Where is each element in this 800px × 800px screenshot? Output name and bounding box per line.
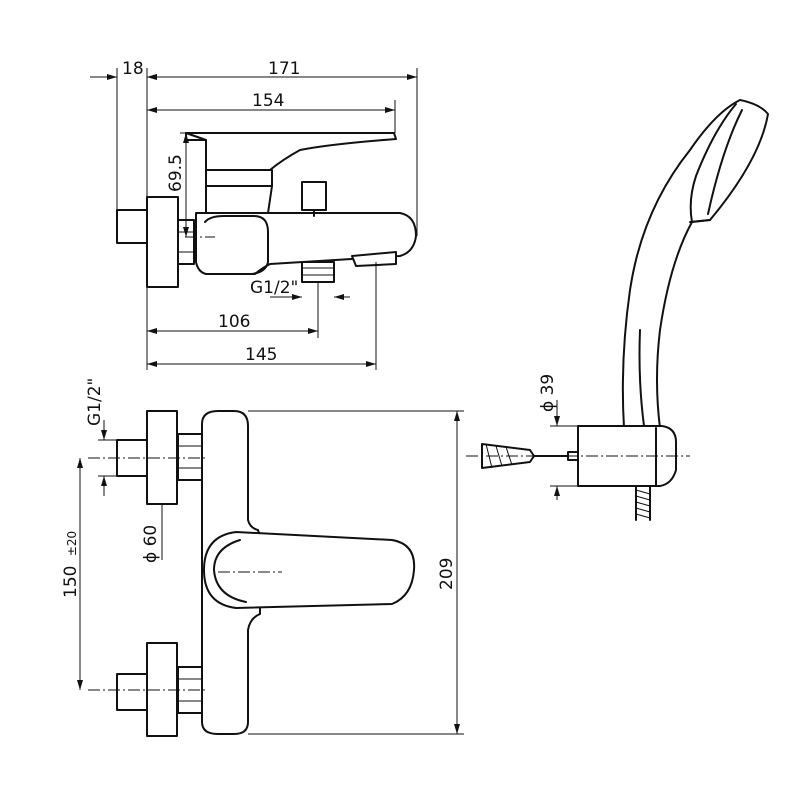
front-handle — [203, 531, 416, 609]
dim-bracket-diameter: ϕ 39 — [538, 374, 578, 500]
lower-connector — [116, 673, 148, 711]
hand-shower — [466, 99, 769, 521]
dim-overall-length: 171 — [147, 59, 418, 236]
wall-connector — [116, 209, 148, 244]
dim-label: 171 — [268, 59, 300, 79]
dim-label: ϕ 60 — [141, 525, 161, 563]
dim-spout-distance: 145 — [147, 262, 377, 370]
wall-flange — [146, 196, 179, 288]
dim-label: 154 — [252, 91, 284, 111]
dim-label: ϕ 39 — [538, 374, 558, 412]
dim-label: 69.5 — [166, 154, 186, 192]
handle-lever — [185, 132, 397, 171]
side-view — [116, 132, 417, 288]
dim-centers: 150 ±20 — [61, 458, 83, 690]
mixer-body — [195, 212, 417, 275]
dim-inlet-thread: G1/2" — [85, 378, 117, 496]
dim-label: 145 — [245, 345, 277, 365]
dim-label: 18 — [122, 59, 144, 79]
dim-handle-height: 69.5 — [166, 132, 206, 237]
dim-label: G1/2" — [85, 378, 105, 426]
dim-body-height: 209 — [248, 410, 464, 735]
centers-value: 150 — [61, 566, 81, 598]
shower-head — [621, 99, 769, 429]
centers-tolerance: ±20 — [65, 531, 79, 556]
front-view — [88, 410, 416, 737]
upper-nut — [177, 433, 205, 481]
dim-label: G1/2" — [250, 278, 298, 298]
dim-label: 106 — [218, 312, 250, 332]
dim-flange-diameter: ϕ 60 — [141, 504, 163, 563]
upper-flange — [146, 410, 178, 505]
dim-body-length: 154 — [147, 91, 396, 133]
dim-outlet-distance: 106 — [146, 282, 319, 370]
diverter-knob — [301, 181, 327, 211]
dim-connection-thread: G1/2" — [250, 278, 350, 300]
spout — [351, 251, 397, 267]
dim-label: 209 — [437, 558, 457, 590]
handle-base — [205, 169, 273, 187]
shower-outlet — [301, 261, 335, 283]
dim-wall-offset: 18 — [90, 59, 162, 210]
dim-label: 150 ±20 — [61, 531, 81, 598]
lower-flange — [146, 642, 178, 737]
